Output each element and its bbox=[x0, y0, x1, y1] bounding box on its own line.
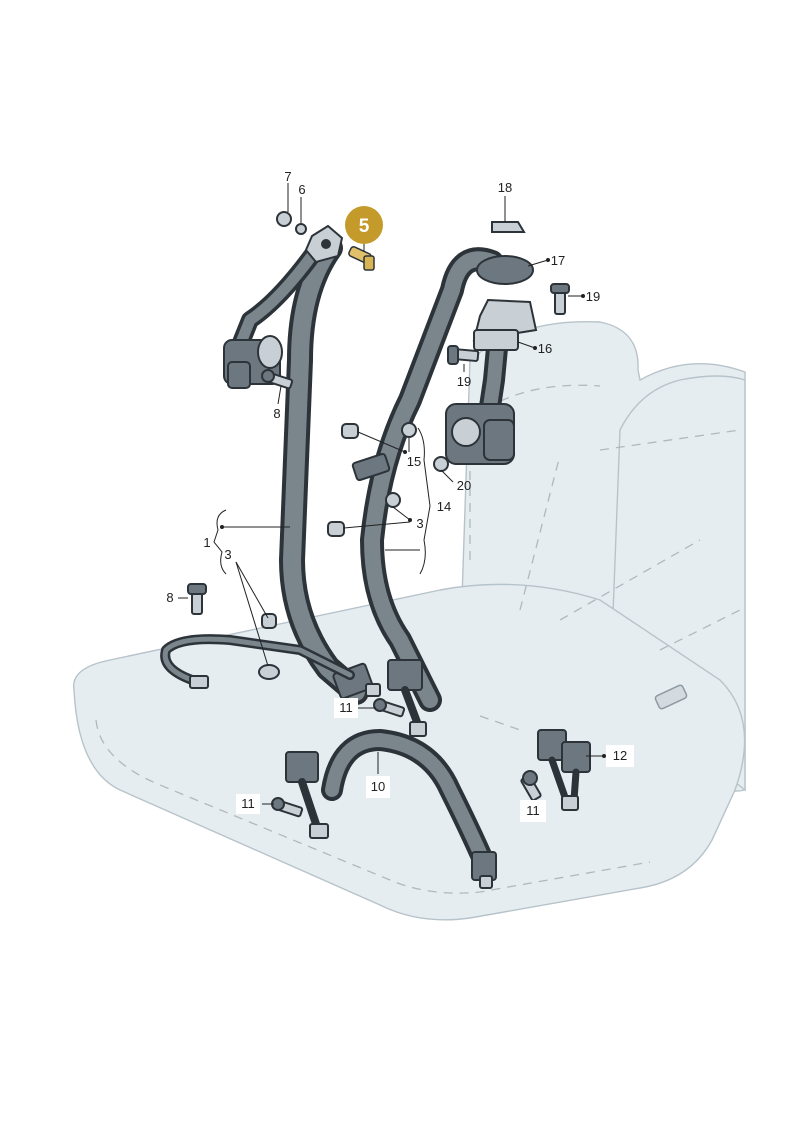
washer-part-3-mid bbox=[385, 492, 401, 508]
highlight-badge-5: 5 bbox=[345, 206, 383, 244]
left-retractor bbox=[223, 335, 283, 389]
belt-guide-part-17 bbox=[476, 255, 534, 285]
washer-part-7 bbox=[276, 211, 292, 227]
bracket-part-16 bbox=[472, 298, 538, 351]
callout-8-upper: 8 bbox=[273, 406, 280, 421]
highlight-badge-label: 5 bbox=[359, 216, 370, 237]
leader-lines bbox=[178, 183, 606, 818]
bolt-part-11-lower bbox=[271, 797, 304, 818]
callout-11-upper: 11 bbox=[339, 700, 353, 715]
spacer-part-6 bbox=[295, 223, 307, 235]
callout-11-right: 11 bbox=[526, 803, 540, 818]
belt-part-10-core bbox=[325, 733, 491, 869]
cover-cap-part-18 bbox=[491, 221, 526, 233]
right-retractor bbox=[445, 403, 515, 465]
seat-stitch-5 bbox=[599, 429, 741, 451]
seat-stitch-3 bbox=[519, 454, 561, 611]
bolt-part-5 bbox=[348, 246, 375, 271]
guide-part-mid bbox=[351, 452, 391, 482]
callout-3-mid: 3 bbox=[416, 516, 423, 531]
buckle-part-12 bbox=[537, 729, 591, 811]
callout-11-right-box bbox=[520, 800, 546, 822]
seat-stitch-4 bbox=[559, 539, 701, 621]
callout-12-box bbox=[606, 745, 634, 767]
lower-cable-end bbox=[189, 675, 209, 689]
callout-19-left: 19 bbox=[457, 374, 471, 389]
callout-12: 12 bbox=[613, 748, 627, 763]
callout-11-lower-box bbox=[236, 794, 260, 814]
callout-20: 20 bbox=[457, 478, 471, 493]
callout-11-lower: 11 bbox=[241, 796, 255, 811]
callout-18: 18 bbox=[498, 180, 512, 195]
seat-stitch-7 bbox=[479, 715, 521, 731]
callout-3-lower: 3 bbox=[224, 547, 231, 562]
bolt-part-11-right bbox=[520, 770, 542, 802]
bolt-part-19-left bbox=[447, 345, 480, 365]
callout-7: 7 bbox=[284, 169, 291, 184]
callout-15: 15 bbox=[407, 454, 421, 469]
callout-14: 14 bbox=[437, 499, 451, 514]
buckle-part-11-lower bbox=[285, 751, 329, 839]
nut-part-20 bbox=[433, 456, 449, 472]
callout-labels: 7 6 8 18 17 19 16 19 15 20 14 3 1 3 8 11… bbox=[166, 169, 634, 822]
left-shoulder-belt bbox=[231, 235, 369, 705]
callout-8-lower: 8 bbox=[166, 590, 173, 605]
nut-part-3-lower bbox=[258, 613, 280, 680]
bolt-part-19-right bbox=[550, 283, 570, 315]
bolt-part-11-upper bbox=[373, 698, 406, 718]
washer-part-15 bbox=[401, 422, 417, 438]
callout-10: 10 bbox=[371, 779, 385, 794]
lower-cable-core bbox=[162, 636, 353, 685]
pin-part-3-mid bbox=[327, 521, 345, 537]
callout-1: 1 bbox=[203, 535, 210, 550]
pin-part-15 bbox=[341, 423, 359, 439]
callout-16: 16 bbox=[538, 341, 552, 356]
callout-10-box bbox=[366, 776, 390, 798]
buckle-part-11-upper bbox=[387, 659, 427, 737]
belt-10-tip bbox=[479, 875, 493, 889]
callout-17: 17 bbox=[551, 253, 565, 268]
upper-anchor-hole bbox=[321, 239, 331, 249]
bolt-part-8-upper bbox=[261, 369, 294, 390]
callout-6: 6 bbox=[298, 182, 305, 197]
callout-19-right: 19 bbox=[586, 289, 600, 304]
seat-side-clip bbox=[654, 684, 688, 710]
bolt-part-8-lower bbox=[187, 583, 207, 615]
callout-11-upper-box bbox=[334, 698, 358, 718]
